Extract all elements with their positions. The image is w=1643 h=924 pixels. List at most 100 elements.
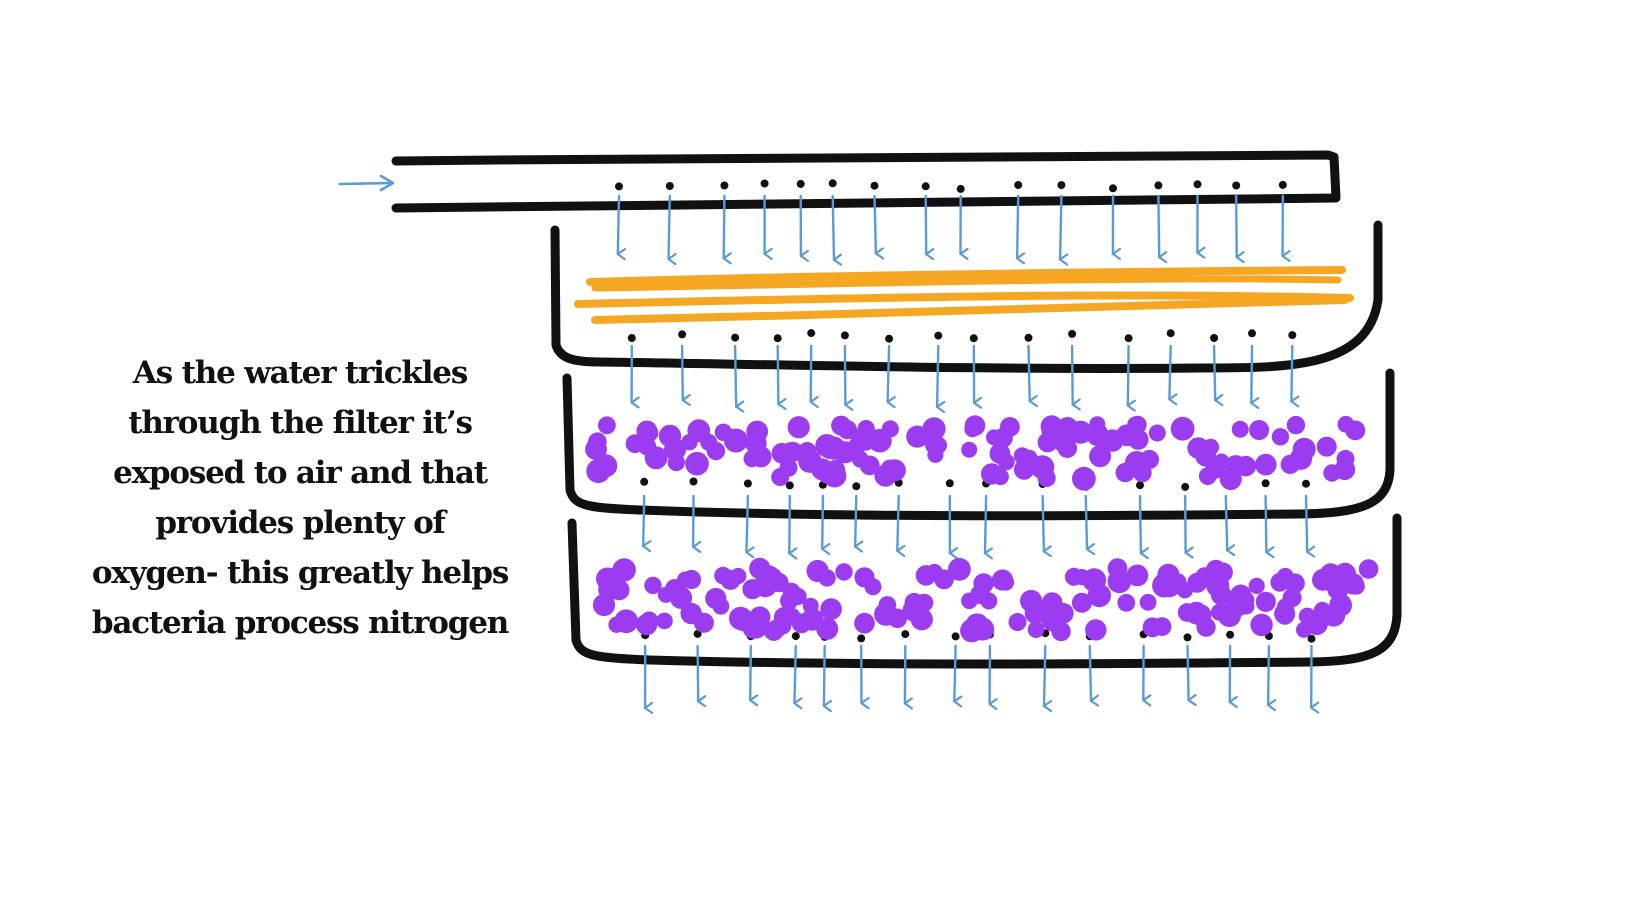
bio-media-ball xyxy=(712,597,730,615)
bio-media-ball xyxy=(835,563,853,581)
water-drop xyxy=(870,181,879,190)
caption-line-2: through the filter it’s xyxy=(128,405,473,441)
water-drop xyxy=(640,477,649,486)
bio-media-ball xyxy=(1057,438,1078,459)
water-drop xyxy=(1302,479,1310,488)
bio-media-ball xyxy=(926,563,943,581)
bio-media-ball xyxy=(1082,568,1107,592)
water-drop xyxy=(1057,181,1066,190)
filter-tray-1 xyxy=(550,220,1383,373)
arrow-down-icon xyxy=(1015,194,1018,258)
bio-media-ball xyxy=(714,566,732,585)
caption-line-4: provides plenty of xyxy=(155,505,446,541)
bio-media-ball xyxy=(1329,593,1352,617)
arrow-down-icon xyxy=(749,644,751,700)
bio-media-ball xyxy=(806,559,829,583)
bio-media-ball xyxy=(801,608,824,631)
water-drop xyxy=(791,632,800,641)
bio-media-ball xyxy=(680,602,702,625)
water-drop xyxy=(945,479,954,488)
bio-media-ball xyxy=(729,606,753,631)
arrow-down-icon xyxy=(953,644,955,701)
arrow-down-icon xyxy=(793,644,795,703)
arrow-down-icon xyxy=(886,344,890,402)
bio-media-ball xyxy=(925,436,943,454)
arrow-down-icon xyxy=(873,194,876,254)
bio-media-ball xyxy=(749,557,771,580)
bio-media-ball xyxy=(780,591,799,610)
bio-media-ball xyxy=(1217,603,1242,627)
bio-media-ball xyxy=(1206,573,1230,598)
arrow-down-icon xyxy=(843,344,846,405)
bio-media-ball xyxy=(656,612,673,630)
arrow-down-icon xyxy=(1304,494,1307,552)
bio-media-ball xyxy=(1231,420,1249,438)
arrow-down-icon xyxy=(1058,194,1061,259)
water-drop xyxy=(956,184,965,193)
arrow-down-icon xyxy=(1186,644,1189,700)
bio-media-ball xyxy=(1089,445,1112,468)
bio-media-ball xyxy=(657,586,674,603)
water-drop xyxy=(1278,180,1287,189)
bio-media-ball xyxy=(749,606,771,628)
arrow-down-icon xyxy=(1070,344,1073,405)
arrow-down-icon xyxy=(935,344,938,407)
water-drop xyxy=(1183,633,1192,642)
bio-media-ball xyxy=(1213,453,1230,470)
arrow-down-icon xyxy=(1126,344,1129,406)
bio-media-ball xyxy=(1248,577,1265,595)
arrow-down-icon xyxy=(1290,344,1292,401)
bio-media-ball xyxy=(1298,607,1316,625)
bio-media-ball xyxy=(904,592,924,612)
bio-media-ball xyxy=(881,459,899,477)
caption-line-5: oxygen- this greatly helps xyxy=(91,555,510,591)
water-drop xyxy=(807,329,816,338)
bio-media-ball xyxy=(687,419,711,443)
water-drop xyxy=(1024,333,1033,342)
arrow-down-icon xyxy=(822,644,825,706)
arrow-down-icon xyxy=(896,494,898,551)
arrow-down-icon xyxy=(733,344,736,407)
bio-media-ball xyxy=(1069,420,1093,444)
bio-media-ball xyxy=(1085,619,1107,641)
arrow-down-icon xyxy=(722,194,725,258)
bio-media-ball xyxy=(1071,592,1092,613)
arrow-down-icon xyxy=(809,344,812,402)
water-drop xyxy=(1248,329,1256,338)
water-drop xyxy=(1154,181,1163,190)
bio-media-ball xyxy=(644,446,668,470)
bio-media-ball xyxy=(1276,567,1294,585)
bio-media-ball xyxy=(781,442,799,459)
bio-media-ball xyxy=(822,436,846,460)
bio-media-ball xyxy=(973,573,994,594)
arrow-down-icon xyxy=(1212,344,1215,400)
bio-media-ball xyxy=(1274,603,1296,625)
bio-media-ball xyxy=(1126,564,1149,587)
bio-media-ball xyxy=(1086,423,1109,447)
water-drop xyxy=(785,481,794,490)
bio-media-ball xyxy=(981,463,1003,485)
water-drop xyxy=(1226,630,1235,639)
bio-media-ball xyxy=(820,598,842,620)
water-drop xyxy=(921,182,930,191)
bio-media-ball xyxy=(1337,415,1355,433)
arrow-down-icon xyxy=(616,194,619,254)
water-drop xyxy=(1136,481,1144,490)
water-drop xyxy=(1261,479,1270,488)
bio-media-ball xyxy=(588,432,607,452)
bio-media-ball xyxy=(1052,602,1074,624)
bio-media-ball xyxy=(1358,559,1379,579)
arrow-down-icon xyxy=(1224,494,1227,550)
arrow-down-icon xyxy=(1088,644,1091,701)
arrow-down-icon xyxy=(924,194,927,254)
arrow-down-icon xyxy=(1168,344,1170,399)
bio-media-ball xyxy=(854,612,875,634)
bio-media-ball xyxy=(1008,613,1027,631)
arrow-down-icon xyxy=(788,494,790,553)
water-drop xyxy=(796,179,805,188)
arrow-down-icon xyxy=(1266,644,1269,705)
bio-media-ball xyxy=(644,576,662,595)
bio-media-ball xyxy=(1336,449,1355,468)
water-drop xyxy=(693,629,702,638)
